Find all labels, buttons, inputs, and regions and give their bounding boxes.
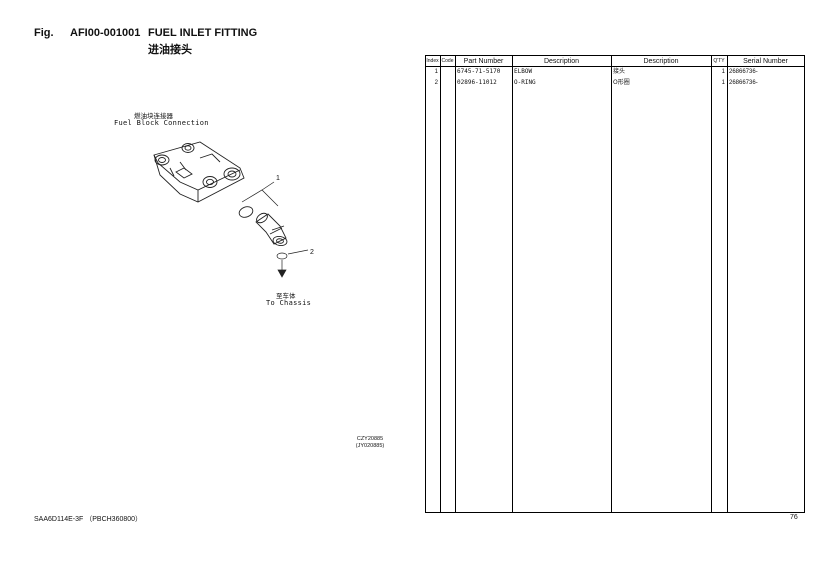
row-1-description-cn: 接头 xyxy=(613,68,626,75)
row-2-index: 2 xyxy=(434,80,438,86)
callout-2: 2 xyxy=(310,249,314,256)
to-chassis-arrow xyxy=(277,260,287,278)
header-divider xyxy=(425,66,805,67)
fuel-block-part xyxy=(153,141,245,203)
callout-1-leader xyxy=(241,181,279,207)
callout-1: 1 xyxy=(276,175,280,182)
drawing-reference: CZY20885 (JY020885) xyxy=(350,436,390,450)
label-fuel-block-en: Fuel Block Connection xyxy=(114,119,209,127)
col-divider xyxy=(804,56,805,512)
fig-title: FUEL INLET FITTING xyxy=(148,27,258,39)
elbow-part xyxy=(255,212,288,247)
engine-model-footer: SAA6D114E-3F （PBCH360800） xyxy=(34,516,143,523)
col-divider xyxy=(425,56,426,512)
page-number: 76 xyxy=(790,514,798,521)
col-divider xyxy=(455,56,456,512)
row-2-qty: 1 xyxy=(721,80,725,86)
header-index: Index xyxy=(426,58,439,64)
drawing-ref-1: CZY20885 xyxy=(356,436,384,442)
row-1-part-number: 6745-71-5170 xyxy=(457,68,501,75)
col-divider xyxy=(440,56,441,512)
drawing-ref-2: (JY020885) xyxy=(355,443,385,449)
header-description-en: Description xyxy=(543,58,579,65)
header-description-cn: Description xyxy=(643,58,679,65)
fig-code: AFI00-001001 xyxy=(70,27,141,39)
row-2-part-number: 02896-11012 xyxy=(457,79,497,86)
fig-label: Fig. xyxy=(34,27,54,39)
row-1-qty: 1 xyxy=(721,69,725,75)
fig-title-chinese: 进油接头 xyxy=(148,43,192,56)
row-1-description-en: ELBOW xyxy=(514,68,533,75)
exploded-view-drawing: 1 2 xyxy=(153,141,314,278)
header-serial-number: Serial Number xyxy=(743,58,788,65)
header-qty: Q'TY xyxy=(713,58,725,64)
col-divider xyxy=(727,56,728,512)
row-2-description-cn: O形圈 xyxy=(613,79,630,86)
header-part-number: Part Number xyxy=(463,58,504,65)
header-code: Code xyxy=(441,58,454,64)
row-2-serial: 26866736- xyxy=(729,80,758,86)
o-ring-upper xyxy=(238,206,254,218)
o-ring-lower xyxy=(276,249,309,260)
label-to-chassis-cn: 至车体 xyxy=(276,292,296,300)
label-fuel-block-cn: 燃油块连接器 xyxy=(134,112,173,120)
col-divider xyxy=(512,56,513,512)
col-divider xyxy=(711,56,712,512)
row-1-serial: 26866736- xyxy=(729,69,758,75)
col-divider xyxy=(611,56,612,512)
parts-table: Index Code Part Number Description Descr… xyxy=(425,55,805,513)
row-2-description-en: O-RING xyxy=(514,79,536,86)
row-1-index: 1 xyxy=(434,69,438,75)
label-to-chassis-en: To Chassis xyxy=(266,299,312,307)
